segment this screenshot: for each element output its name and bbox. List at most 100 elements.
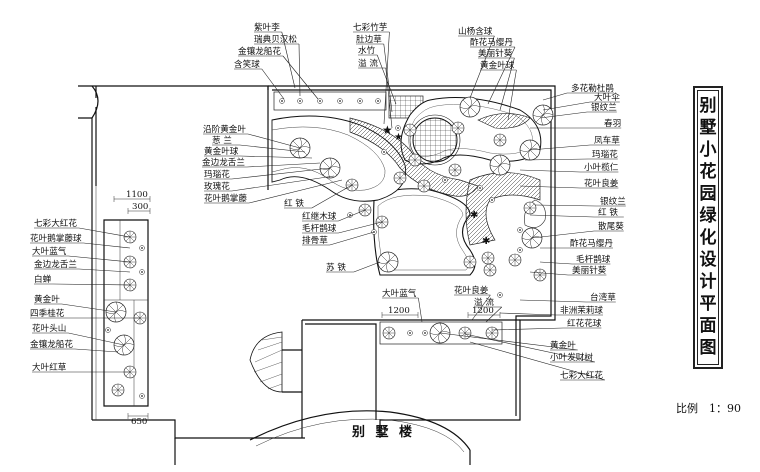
- plant-label-r1: 多花勒杜鹃: [571, 82, 614, 94]
- leader-line: [204, 155, 313, 159]
- leader-line: [203, 133, 301, 149]
- plant-label-r14: 美丽针葵: [572, 264, 607, 276]
- plant-label-l1: 七彩大红花: [34, 217, 77, 229]
- title-char: 平: [699, 294, 717, 315]
- building-label: 别 墅 楼: [351, 424, 415, 440]
- left-planting-strip: [103, 219, 149, 407]
- leader-line: [302, 221, 383, 234]
- plant-label-c9: 红继木球: [302, 210, 337, 222]
- plant-label-b6: 七彩大红花: [560, 369, 603, 381]
- plant-label-c5: 玛瑙花: [204, 168, 230, 180]
- building-outline: [174, 410, 471, 465]
- plant-label-l9: 金镶龙船花: [30, 338, 73, 350]
- plant-label-r12: 酢花马缨丹: [570, 237, 613, 249]
- plant-label-t4: 含笑球: [234, 58, 260, 70]
- plant-label-t12: 黄金叶球: [480, 59, 515, 71]
- leader-line: [32, 332, 125, 346]
- plant-label-r11: 散尾葵: [598, 220, 624, 232]
- svg-text:★: ★: [394, 132, 403, 143]
- leader-line: [478, 57, 515, 111]
- leader-line: [32, 255, 131, 263]
- plant-label-r4: 春羽: [604, 117, 621, 129]
- svg-text:★: ★: [382, 123, 393, 137]
- leader-line: [212, 144, 306, 153]
- title-char: 面: [699, 316, 717, 337]
- leader-line: [531, 230, 624, 239]
- title-char: 设: [699, 250, 717, 271]
- plant-label-t7: 水竹: [358, 44, 376, 56]
- leader-line: [30, 242, 131, 249]
- garden-boundary: [267, 85, 556, 438]
- plant-label-r7: 小叶榄仁: [584, 161, 619, 173]
- leader-line: [358, 67, 393, 129]
- leader-line: [499, 312, 603, 316]
- leader-line: [474, 306, 503, 323]
- leader-line: [534, 204, 626, 207]
- plant-label-c6: 玫瑰花: [204, 180, 230, 192]
- plant-label-c11: 排骨草: [302, 234, 328, 246]
- plant-label-r15: 台湾草: [590, 291, 616, 303]
- leader-line: [30, 348, 119, 353]
- leader-line: [542, 92, 614, 101]
- leader-line: [254, 43, 301, 97]
- plant-label-l7: 四季桂花: [30, 307, 65, 319]
- label-leader-lines: [30, 31, 626, 381]
- leader-line: [34, 303, 117, 313]
- leader-line: [542, 101, 620, 111]
- plant-label-t1: 紫叶李: [254, 21, 280, 33]
- leader-line: [326, 261, 381, 273]
- plant-label-r10: 红 铁: [598, 206, 618, 218]
- plant-label-b4: 黄金叶: [550, 339, 576, 351]
- title-char: 墅: [699, 117, 717, 138]
- leader-line: [34, 227, 131, 238]
- leader-line: [358, 54, 397, 105]
- leader-line: [202, 162, 321, 168]
- round-plaza: [409, 114, 461, 166]
- plant-label-t3: 金镶龙船花: [238, 45, 281, 57]
- plant-label-c10: 毛杆鹊球: [302, 222, 337, 234]
- svg-text:✱: ✱: [482, 236, 490, 247]
- dimension-lines: [113, 196, 501, 419]
- leader-line: [470, 46, 516, 105]
- leader-line: [529, 144, 620, 151]
- leader-line: [458, 35, 495, 99]
- plant-label-l8: 花叶头山: [32, 322, 66, 334]
- plant-label-c12: 苏 铁: [326, 261, 346, 273]
- planting-symbols: ★ ★ ✱ ✱: [289, 96, 554, 298]
- leader-line: [204, 179, 343, 204]
- plant-label-l3: 大叶蓝气: [32, 245, 67, 257]
- dim-left-sub: 300: [132, 202, 148, 212]
- dim-left-bottom: 650: [131, 417, 147, 427]
- dim-bottom-left: 1200: [388, 306, 410, 316]
- leader-line: [284, 184, 353, 209]
- leader-line: [519, 299, 616, 303]
- plant-label-c4: 金边龙舌兰: [202, 156, 245, 168]
- plant-label-r5: 凤车草: [594, 134, 620, 146]
- plant-label-b3: 溢 流: [474, 296, 494, 308]
- plant-label-t6: 肚边草: [356, 33, 382, 45]
- title-char: 绿: [699, 205, 717, 226]
- plant-label-t8: 溢 流: [358, 57, 378, 69]
- plant-label-t5: 七彩竹芋: [353, 21, 388, 33]
- leader-line: [539, 111, 617, 119]
- leader-line: [469, 341, 606, 381]
- leader-line: [439, 332, 578, 351]
- plant-label-b5: 小叶发财树: [550, 351, 593, 363]
- title-char: 别: [699, 95, 717, 116]
- leader-line: [34, 268, 131, 273]
- leader-line: [454, 294, 491, 321]
- leader-line: [464, 333, 596, 363]
- top-planter-bed: [273, 91, 424, 119]
- plant-label-c1: 沿阶黄金叶: [203, 123, 246, 135]
- plant-label-c2: 葱 兰: [212, 134, 232, 146]
- plant-label-r9: 银纹兰: [600, 195, 626, 207]
- title-char: 园: [699, 183, 717, 204]
- plant-label-t11: 美丽针葵: [478, 47, 513, 59]
- plant-label-l5: 白蝉: [34, 273, 52, 285]
- leader-line: [519, 185, 619, 189]
- plant-label-l10: 大叶红草: [32, 361, 67, 373]
- plant-label-l2: 花叶鹅掌藤球: [30, 232, 82, 244]
- leader-line: [529, 214, 624, 218]
